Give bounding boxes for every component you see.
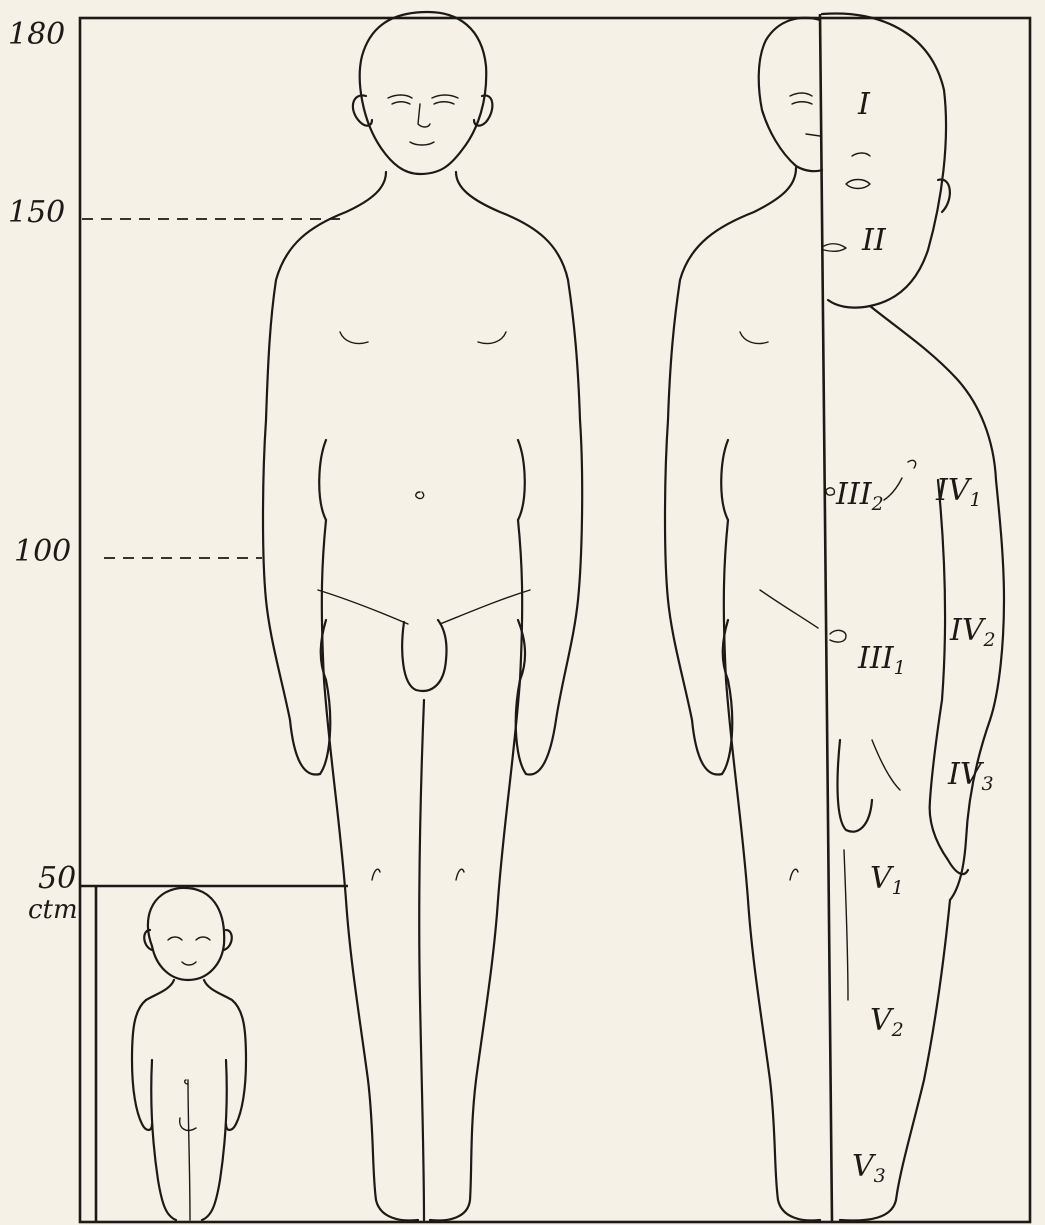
region-label-III1: III1: [857, 641, 906, 679]
center-divider-line: [820, 14, 832, 1222]
region-label-IV3: IV3: [947, 757, 994, 795]
height-scale: 180 150 100 50 ctm: [8, 17, 78, 925]
region-label-III2: III2: [835, 477, 884, 515]
scale-label-100: 100: [14, 534, 71, 569]
region-label-V2: V2: [870, 1003, 904, 1041]
outer-frame: [80, 18, 1030, 1222]
region-label-I: I: [857, 87, 871, 122]
adolescent-figure: [263, 12, 582, 1220]
scale-label-50: 50: [38, 861, 76, 896]
region-label-V3: V3: [852, 1149, 886, 1187]
region-label-IV2: IV2: [949, 613, 996, 651]
region-labels: I II III2 IV1 IV2 III1 IV3 V1 V2 V3: [835, 87, 996, 1187]
diagram-frame: [80, 14, 1030, 1222]
region-label-IV1: IV1: [935, 473, 982, 511]
infant-figure: [132, 888, 246, 1220]
region-label-II: II: [861, 223, 887, 258]
scale-label-150: 150: [8, 195, 65, 230]
scale-label-180: 180: [8, 17, 65, 52]
region-label-V1: V1: [870, 861, 904, 899]
scale-unit-label: ctm: [28, 895, 78, 925]
